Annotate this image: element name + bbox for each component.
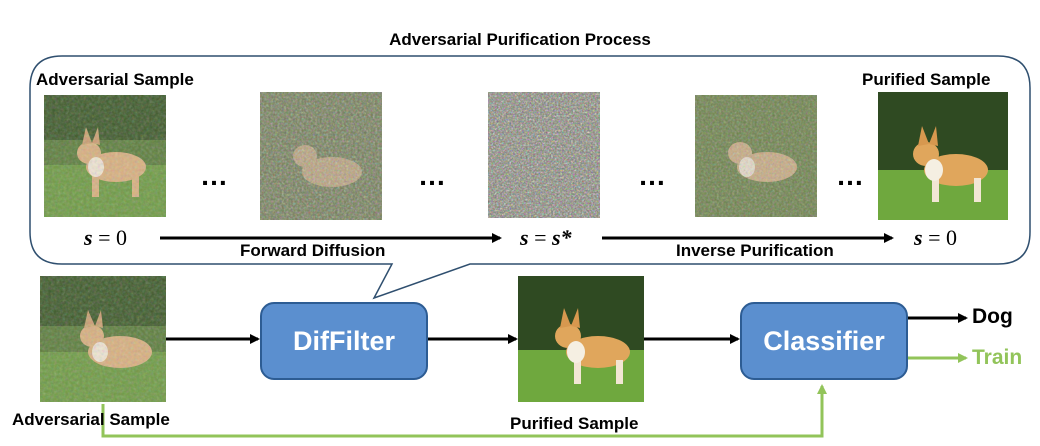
- ellipsis-4: …: [836, 160, 867, 191]
- forward-noisy-image: [260, 92, 382, 220]
- s-start-value: 0: [115, 225, 127, 250]
- top-adversarial-label: Adversarial Sample: [36, 70, 194, 89]
- s-end-label: s = 0: [914, 225, 957, 250]
- input-adversarial-image: [40, 276, 166, 402]
- output-train-label: Train: [972, 346, 1023, 369]
- s-start-label: s = 0: [84, 225, 127, 250]
- max-noise-image: [488, 92, 600, 218]
- s-mid-label: s = s*: [520, 225, 572, 250]
- output-purified-image: [518, 276, 644, 402]
- inverse-partial-image: [695, 95, 817, 217]
- inverse-purification-label: Inverse Purification: [676, 241, 834, 260]
- ellipsis-2: …: [418, 160, 449, 191]
- ellipsis-1: …: [200, 160, 231, 191]
- top-purified-label: Purified Sample: [862, 70, 991, 89]
- diffilter-box: DifFilter: [260, 302, 428, 380]
- forward-diffusion-label: Forward Diffusion: [240, 241, 386, 260]
- ellipsis-3: …: [638, 160, 669, 191]
- classifier-label: Classifier: [763, 325, 885, 356]
- bottom-purified-label: Purified Sample: [510, 414, 639, 433]
- train-feedback-path: [101, 384, 827, 438]
- bottom-adversarial-label: Adversarial Sample: [12, 410, 170, 429]
- output-dog-label: Dog: [972, 305, 1013, 328]
- purified-sample-image: [878, 92, 1008, 220]
- adversarial-sample-image: [44, 95, 166, 217]
- process-title: Adversarial Purification Process: [389, 30, 651, 49]
- classifier-box: Classifier: [740, 302, 908, 380]
- s-mid-value: s*: [551, 225, 572, 250]
- s-end-value: 0: [945, 225, 957, 250]
- diffilter-label: DifFilter: [292, 325, 395, 356]
